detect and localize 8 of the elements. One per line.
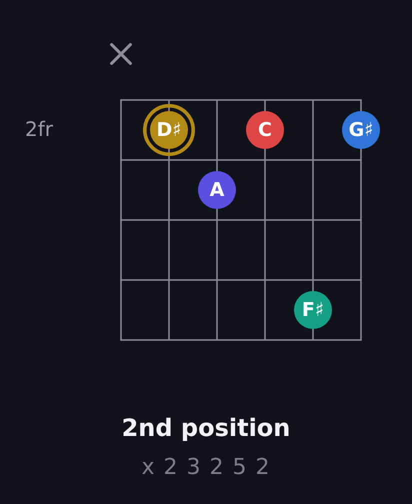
note-dot: G♯ [342,111,380,149]
note-dot: C [246,111,284,149]
note-dot: A [198,171,236,209]
fret-position-label: 2fr [25,117,53,141]
note-dot: F♯ [294,291,332,329]
chord-title: 2nd position [120,413,292,443]
fingering-caption: x 2 3 2 5 2 [140,455,272,481]
note-dot: D♯ [150,111,188,149]
